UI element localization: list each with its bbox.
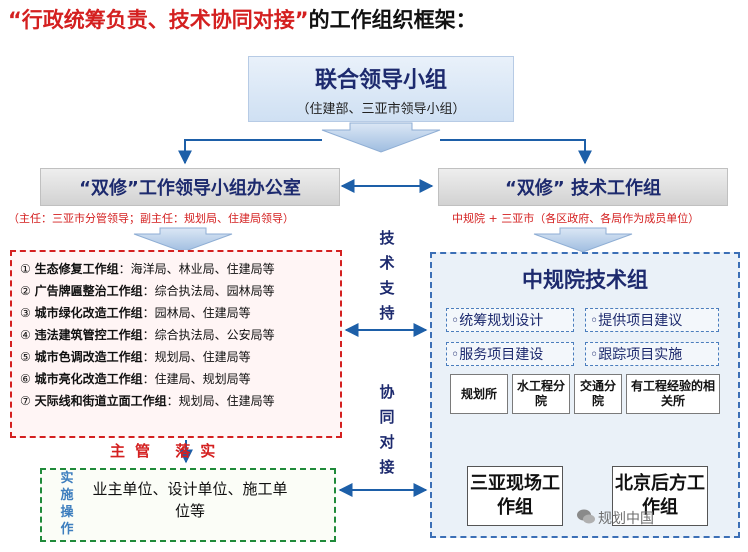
working-group-item: ⑤ 城市色调改造工作组：规划局、住建局等 <box>20 350 251 364</box>
unit-box: 水工程分院 <box>512 374 570 414</box>
lead-down-arrow <box>321 122 441 153</box>
working-group-item: ① 生态修复工作组：海洋局、林业局、住建局等 <box>20 262 275 276</box>
field-team-box: 北京后方工作组 <box>612 466 708 526</box>
page-title: “行政统筹负责、技术协同对接”的工作组织框架： <box>8 4 477 34</box>
lead-group-subtitle: （住建部、三亚市领导小组） <box>296 101 466 117</box>
working-group-item: ⑥ 城市亮化改造工作组：住建局、规划局等 <box>20 372 251 386</box>
field-team-box: 三亚现场工作组 <box>467 466 563 526</box>
title-rest: 的工作组织框架： <box>308 8 477 32</box>
branch-left-arrow <box>185 139 322 163</box>
implementation-label: 实施操作 <box>60 471 74 537</box>
caict-title: 中规院技术组 <box>522 268 648 292</box>
working-group-item: ③ 城市绿化改造工作组：园林局、住建局等 <box>20 306 251 320</box>
implementation-box <box>40 468 336 542</box>
working-groups-box: ① 生态修复工作组：海洋局、林业局、住建局等 ② 广告牌匾整治工作组：综合执法局… <box>10 250 342 438</box>
unit-box: 规划所 <box>450 374 508 414</box>
working-group-item: ② 广告牌匾整治工作组：综合执法局、园林局等 <box>20 284 275 298</box>
wechat-icon <box>577 509 595 524</box>
task-item: ◦提供项目建议 <box>585 308 719 332</box>
tech-group-note: 中规院 + 三亚市（各区政府、各局作为成员单位） <box>452 212 700 225</box>
office-box: “双修”工作领导小组办公室 <box>40 168 340 206</box>
supervise-label: 主管 落实 <box>110 442 226 460</box>
lead-group-title: 联合领导小组 <box>314 67 447 93</box>
tech-support-label: 技术支持 <box>379 229 395 322</box>
coordination-label: 协同对接 <box>379 383 395 476</box>
tech-group-title: “双修” 技术工作组 <box>505 178 661 199</box>
office-title: “双修”工作领导小组办公室 <box>79 178 301 199</box>
lead-group-box: 联合领导小组 （住建部、三亚市领导小组） <box>248 56 514 122</box>
watermark-text: 规划中国 <box>598 511 654 527</box>
implementation-text: 业主单位、设计单位、施工单位等 <box>92 480 288 520</box>
unit-box: 有工程经验的相关所 <box>626 374 720 414</box>
working-group-item: ⑦ 天际线和街道立面工作组：规划局、住建局等 <box>20 394 275 408</box>
tech-down-arrow <box>533 227 633 253</box>
working-group-item: ④ 违法建筑管控工作组：综合执法局、公安局等 <box>20 328 275 342</box>
branch-right-arrow <box>440 139 592 165</box>
task-item: ◦跟踪项目实施 <box>585 342 719 366</box>
office-down-arrow <box>133 227 233 253</box>
tech-group-box: “双修” 技术工作组 <box>438 168 728 206</box>
office-note: （主任：三亚市分管领导；副主任：规划局、住建局领导） <box>8 212 294 225</box>
task-item: ◦统筹规划设计 <box>446 308 574 332</box>
title-quoted: “行政统筹负责、技术协同对接” <box>8 8 309 32</box>
unit-box: 交通分院 <box>574 374 622 414</box>
task-item: ◦服务项目建设 <box>446 342 574 366</box>
